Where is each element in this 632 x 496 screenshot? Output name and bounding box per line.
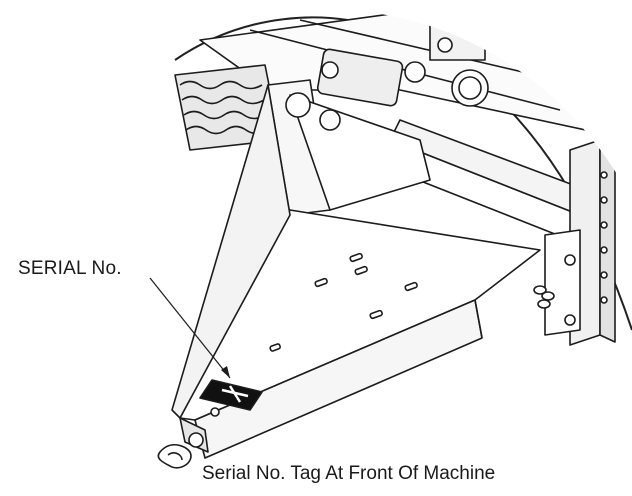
deck-slots (269, 252, 418, 352)
tongue-seam (474, 299, 483, 339)
safety-chain (533, 285, 555, 309)
hydraulic-cylinder (316, 19, 489, 107)
lift-post (544, 139, 616, 346)
hitch-clevis (157, 417, 209, 469)
serial-number-label: SERIAL No. (18, 258, 122, 279)
callout-leader-line (149, 277, 231, 379)
callout-arrowhead (221, 366, 230, 378)
serial-tag-icon (199, 379, 263, 411)
figure-caption: Serial No. Tag At Front Of Machine (202, 463, 496, 484)
